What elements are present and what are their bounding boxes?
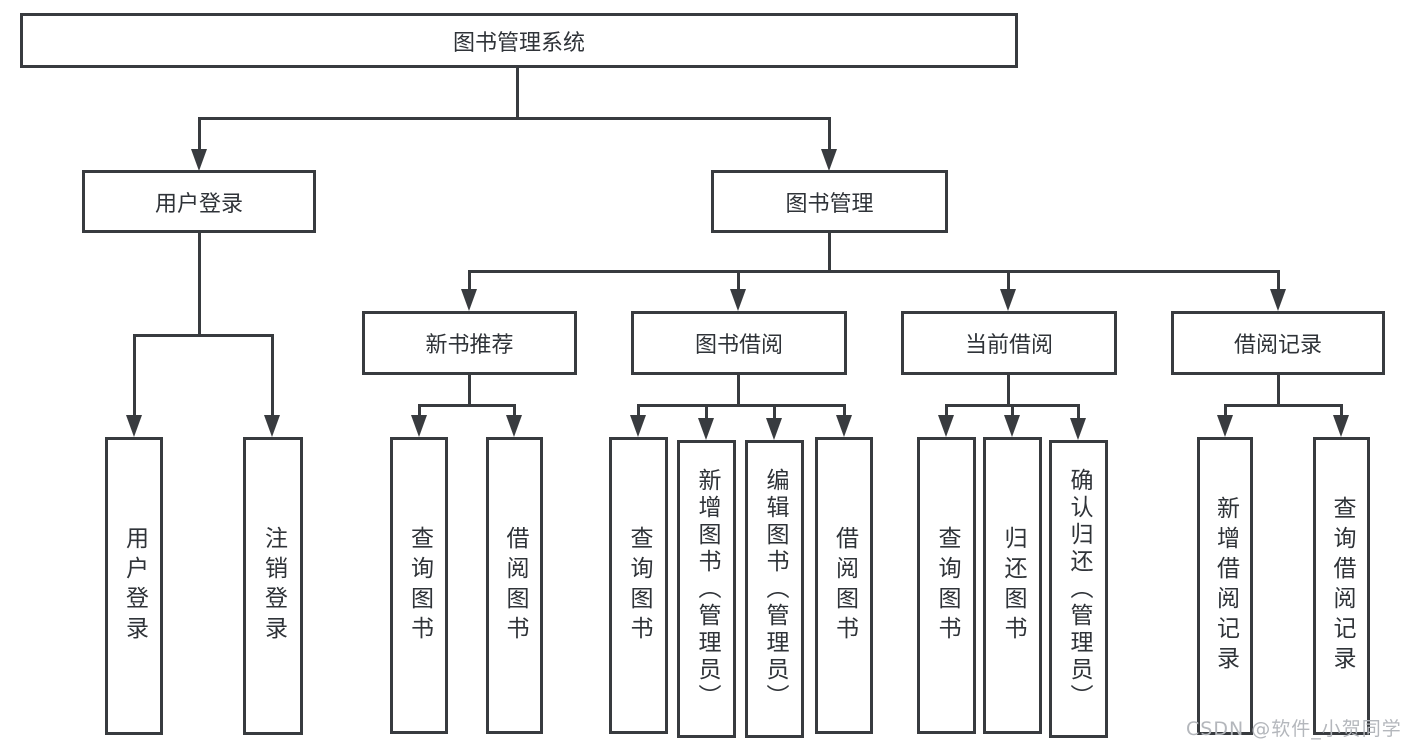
arrow-down-icon xyxy=(264,415,280,437)
node-borrow-record: 借阅记录 xyxy=(1171,311,1385,375)
arrow-down-icon xyxy=(1070,418,1086,440)
connector-drop xyxy=(737,270,740,292)
connector-drop xyxy=(843,404,846,419)
connector-drop xyxy=(198,117,201,153)
arrow-down-icon xyxy=(1217,415,1233,437)
node-borrow-add-admin: 新增图书（管理员） xyxy=(677,440,736,738)
node-newbook-borrow: 借阅图书 xyxy=(486,437,543,734)
connector-userlogin-stem xyxy=(198,233,201,336)
arrow-down-icon xyxy=(461,289,477,311)
node-current-confirm-admin: 确认归还（管理员） xyxy=(1049,440,1108,738)
node-label: 用户登录 xyxy=(154,191,243,217)
connector-borrow-rail xyxy=(637,404,845,407)
connector-drop xyxy=(773,404,776,420)
node-label: 用户登录 xyxy=(121,526,148,646)
node-record-add: 新增借阅记录 xyxy=(1197,437,1253,735)
node-book-mgmt: 图书管理 xyxy=(711,170,948,233)
node-label: 编辑图书（管理员） xyxy=(762,467,788,711)
node-borrow-book: 借阅图书 xyxy=(815,437,873,734)
connector-drop xyxy=(1224,404,1227,419)
connector-root-stem xyxy=(516,68,519,119)
connector-drop xyxy=(418,404,421,419)
connector-drop xyxy=(1007,270,1010,292)
connector-drop xyxy=(1077,404,1080,420)
node-new-book: 新书推荐 xyxy=(362,311,577,375)
arrow-down-icon xyxy=(938,415,954,437)
node-label: 新书推荐 xyxy=(425,333,514,358)
node-label: 查询图书 xyxy=(626,525,652,646)
node-user-login-action: 用户登录 xyxy=(105,437,163,735)
connector-drop xyxy=(133,334,136,418)
node-label: 图书借阅 xyxy=(694,333,783,358)
arrow-down-icon xyxy=(698,418,714,440)
node-logout-action: 注销登录 xyxy=(243,437,303,735)
connector-bookmgmt-rail xyxy=(468,270,1280,273)
connector-drop xyxy=(1340,404,1343,419)
node-newbook-query: 查询图书 xyxy=(390,437,448,734)
connector-drop xyxy=(828,117,831,153)
node-label: 图书管理 xyxy=(785,191,874,217)
connector-current-stem xyxy=(1007,375,1010,406)
arrow-down-icon xyxy=(506,415,522,437)
arrow-down-icon xyxy=(766,418,782,440)
node-label: 查询图书 xyxy=(934,525,960,646)
arrow-down-icon xyxy=(1000,289,1016,311)
connector-drop xyxy=(637,404,640,419)
watermark-text: CSDN @软件_小贺同学 xyxy=(1186,718,1402,740)
node-label: 查询图书 xyxy=(406,525,433,646)
connector-root-rail xyxy=(198,117,831,120)
node-borrow-query: 查询图书 xyxy=(609,437,668,734)
node-label: 注销登录 xyxy=(260,526,287,646)
node-label: 新增借阅记录 xyxy=(1212,496,1239,676)
node-current-borrow: 当前借阅 xyxy=(901,311,1117,375)
node-record-query: 查询借阅记录 xyxy=(1313,437,1370,735)
connector-bookmgmt-stem xyxy=(828,233,831,273)
arrow-down-icon xyxy=(630,415,646,437)
node-label: 新增图书（管理员） xyxy=(694,467,720,711)
connector-drop xyxy=(1011,404,1014,419)
connector-drop xyxy=(705,404,708,420)
node-label: 归还图书 xyxy=(1000,525,1026,646)
arrow-down-icon xyxy=(1004,415,1020,437)
connector-drop xyxy=(945,404,948,419)
node-label: 图书管理系统 xyxy=(452,30,585,56)
node-label: 借阅图书 xyxy=(502,525,528,646)
connector-drop xyxy=(468,270,471,292)
arrow-down-icon xyxy=(730,289,746,311)
connector-record-rail xyxy=(1224,404,1343,407)
node-library-system: 图书管理系统 xyxy=(20,13,1018,68)
node-borrow-edit-admin: 编辑图书（管理员） xyxy=(745,440,804,738)
node-current-return: 归还图书 xyxy=(983,437,1042,734)
connector-drop xyxy=(271,334,274,418)
arrow-down-icon xyxy=(411,415,427,437)
connector-drop xyxy=(1277,270,1280,292)
arrow-down-icon xyxy=(191,149,207,171)
arrow-down-icon xyxy=(1333,415,1349,437)
connector-record-stem xyxy=(1277,375,1280,406)
node-label: 借阅图书 xyxy=(831,525,858,646)
connector-newbook-stem xyxy=(468,375,471,406)
arrow-down-icon xyxy=(836,415,852,437)
connector-borrow-stem xyxy=(737,375,740,406)
arrow-down-icon xyxy=(821,149,837,171)
connector-drop xyxy=(513,404,516,419)
node-current-query: 查询图书 xyxy=(917,437,976,734)
connector-userlogin-rail xyxy=(133,334,274,337)
arrow-down-icon xyxy=(1270,289,1286,311)
node-label: 查询借阅记录 xyxy=(1329,496,1355,676)
node-book-borrow: 图书借阅 xyxy=(631,311,847,375)
node-label: 当前借阅 xyxy=(964,333,1053,358)
node-user-login: 用户登录 xyxy=(82,170,316,233)
node-label: 借阅记录 xyxy=(1233,333,1322,358)
arrow-down-icon xyxy=(126,415,142,437)
connector-newbook-rail xyxy=(418,404,516,407)
node-label: 确认归还（管理员） xyxy=(1066,467,1092,711)
